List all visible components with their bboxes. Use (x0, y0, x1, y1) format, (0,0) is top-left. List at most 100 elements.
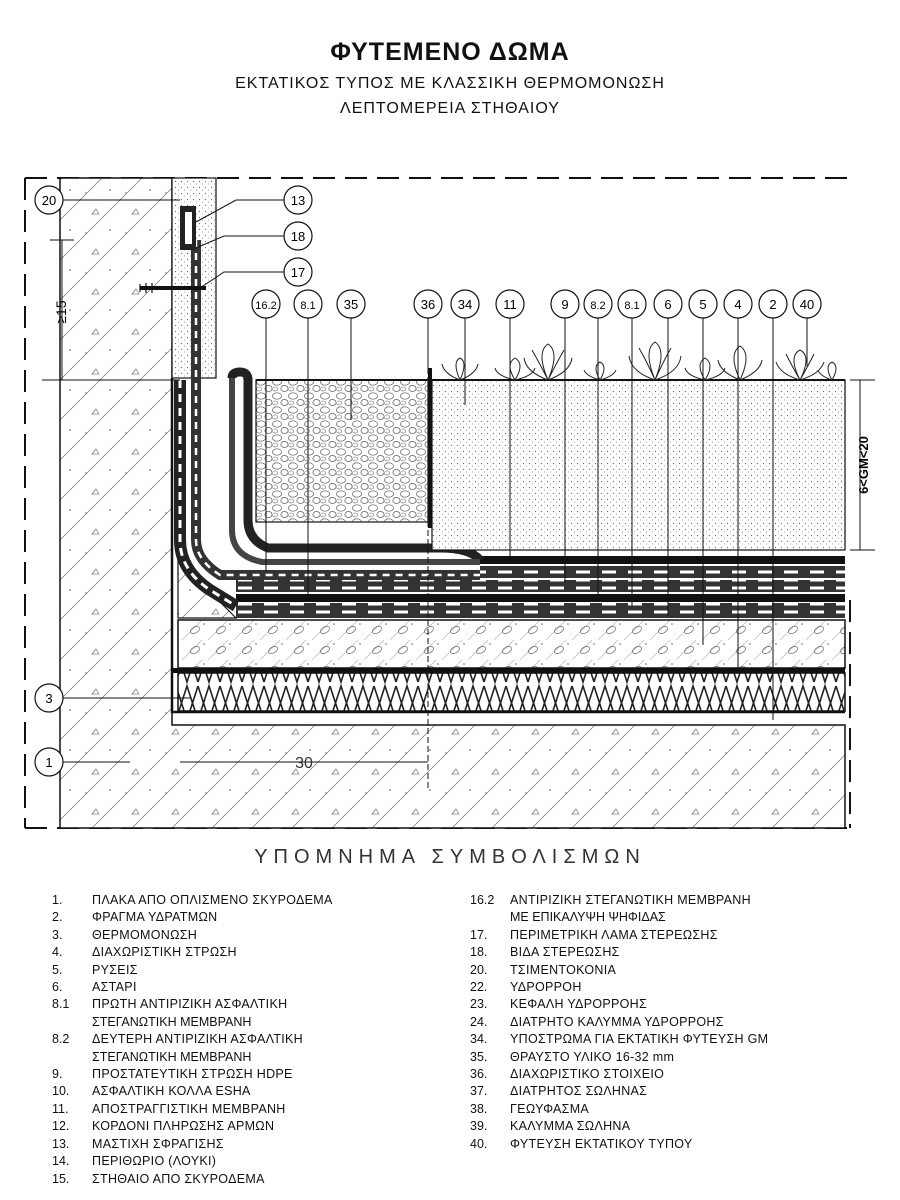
legend-item-number: 12. (52, 1119, 70, 1134)
legend-item-text: ΤΣΙΜΕΝΤΟΚΟΝΙΑ (510, 962, 617, 977)
legend-item: 1.ΠΛΑΚΑ ΑΠΟ ΟΠΛΙΣΜΕΝΟ ΣΚΥΡΟΔΕΜΑ (52, 892, 472, 909)
legend-item-continuation: ΣΤΕΓΑΝΩΤΙΚΗ ΜΕΜΒΡΑΝΗ (92, 1049, 252, 1064)
drawing-title: ΦΥΤΕΜΕΝΟ ΔΩΜΑ (330, 38, 570, 66)
legend-item-text: ΔΙΑΤΡΗΤΟ ΚΑΛΥΜΜΑ ΥΔΡΟΡΡΟΗΣ (510, 1014, 724, 1029)
legend-item-continuation: ΣΤΕΓΑΝΩΤΙΚΗ ΜΕΜΒΡΑΝΗ (92, 1014, 252, 1029)
legend-item-text: ΡΥΣΕΙΣ (92, 962, 138, 977)
legend-item-number: 14. (52, 1154, 70, 1169)
svg-text:35: 35 (344, 297, 358, 312)
svg-text:8.1: 8.1 (624, 300, 639, 312)
legend-item: 13.ΜΑΣΤΙΧΗ ΣΦΡΑΓΙΣΗΣ (52, 1136, 472, 1153)
legend-item-text: ΠΕΡΙΘΩΡΙΟ (ΛΟΥΚΙ) (92, 1154, 217, 1169)
legend-item: 5. ΡΥΣΕΙΣ (52, 962, 472, 979)
legend-item-text: ΑΣΤΑΡΙ (92, 980, 137, 995)
dim-gm-label: 6<GM<20 (856, 436, 871, 494)
legend-item: 36. ΔΙΑΧΩΡΙΣΤΙΚΟ ΣΤΟΙΧΕΙΟ (470, 1066, 890, 1083)
drawing-subtitle-type: ΕΚΤΑΤΙΚΟΣ ΤΥΠΟΣ ΜΕ ΚΛΑΣΣΙΚΗ ΘΕΡΜΟΜΟΝΩΣΗ (235, 75, 665, 92)
legend-item: 15.ΣΤΗΘΑΙΟ ΑΠΟ ΣΚΥΡΟΔΕΜΑ (52, 1171, 472, 1188)
svg-text:17: 17 (291, 265, 305, 280)
legend-item-number: 38. (470, 1101, 488, 1116)
legend-item-text: ΠΡΩΤΗ ΑΝΤΙΡΙΖΙΚΗ ΑΣΦΑΛΤΙΚΗ (92, 997, 288, 1012)
dim-height-label: ≥15 (53, 300, 69, 323)
legend-item-number: 1. (52, 893, 63, 907)
legend-item-number: 24. (470, 1014, 488, 1029)
legend-item-number: 15. (52, 1171, 70, 1186)
svg-text:36: 36 (421, 297, 435, 312)
legend-item: 23. ΚΕΦΑΛΗ ΥΔΡΟΡΡΟΗΣ (470, 996, 890, 1013)
legend-item-number: 35. (470, 1049, 488, 1064)
legend-item-text: ΑΝΤΙΡΙΖΙΚΗ ΣΤΕΓΑΝΩΤΙΚΗ ΜΕΜΒΡΑΝΗ (510, 893, 751, 907)
legend-item-number: 8.2 (52, 1032, 70, 1047)
callout-36: 36 (413, 289, 443, 319)
legend-item-text: ΥΠΟΣΤΡΩΜΑ ΓΙΑ ΕΚΤΑΤΙΚΗ ΦΥΤΕΥΣΗ GM (510, 1032, 769, 1047)
svg-text:6: 6 (664, 297, 671, 312)
svg-text:2: 2 (769, 297, 776, 312)
svg-text:40: 40 (800, 297, 814, 312)
legend-item-number: 36. (470, 1067, 488, 1082)
legend-item-text: ΥΔΡΟΡΡΟΗ (510, 980, 582, 995)
legend-item-number: 22. (470, 980, 488, 995)
legend-item-text: ΘΡΑΥΣΤΟ ΥΛΙΚΟ 16-32 mm (510, 1049, 675, 1064)
svg-text:20: 20 (42, 193, 56, 208)
callout-8-1a: 8.1 (293, 289, 323, 319)
svg-text:8.2: 8.2 (590, 300, 605, 312)
section-detail-drawing: ≥15 30 6<GM<20 20 13 18 (24, 177, 875, 829)
legend-item: 37.ΔΙΑΤΡΗΤΟΣ ΣΩΛΗΝΑΣ (470, 1083, 890, 1100)
legend-item-text: ΒΙΔΑ ΣΤΕΡΕΩΣΗΣ (510, 945, 620, 960)
legend-title: ΥΠΟΜΝΗΜΑ ΣΥΜΒΟΛΙΣΜΩΝ (254, 846, 646, 868)
legend-item-number: 11. (52, 1101, 69, 1116)
legend-item-continuation: ΜΕ ΕΠΙΚΑΛΥΨΗ ΨΗΦΙΔΑΣ (510, 910, 666, 925)
legend-item-number: 2. (52, 910, 63, 925)
legend-item-text: ΓΕΩΥΦΑΣΜΑ (510, 1101, 590, 1116)
svg-text:34: 34 (458, 297, 472, 312)
vapour-barrier (170, 378, 845, 714)
callout-2: 2 (758, 289, 788, 319)
callout-8-1b: 8.1 (617, 289, 647, 319)
legend-item: 9. ΠΡΟΣΤΑΤΕΥΤΙΚΗ ΣΤΡΩΣΗ HDPE (52, 1066, 472, 1083)
legend-item: 16.2 ΑΝΤΙΡΙΖΙΚΗ ΣΤΕΓΑΝΩΤΙΚΗ ΜΕΜΒΡΑΝΗ (470, 892, 890, 909)
legend-item-text: ΦΥΤΕΥΣΗ ΕΚΤΑΤΙΚΟΥ ΤΥΠΟΥ (510, 1136, 693, 1151)
callout-34: 34 (450, 289, 480, 319)
legend-item-number: 37. (470, 1084, 488, 1099)
legend-item-number: 20. (470, 962, 488, 977)
callout-5: 5 (688, 289, 718, 319)
dimension-width: 30 (180, 368, 429, 790)
svg-text:13: 13 (291, 193, 305, 208)
legend-item-text: ΔΙΑΧΩΡΙΣΤΙΚΟ ΣΤΟΙΧΕΙΟ (510, 1067, 665, 1082)
callout-18: 18 (283, 221, 313, 251)
svg-text:11: 11 (503, 297, 517, 312)
legend-item: 34.ΥΠΟΣΤΡΩΜΑ ΓΙΑ ΕΚΤΑΤΙΚΗ ΦΥΤΕΥΣΗ GM (470, 1031, 890, 1048)
legend-item-text: ΠΕΡΙΜΕΤΡΙΚΗ ΛΑΜΑ ΣΤΕΡΕΩΣΗΣ (510, 927, 718, 942)
legend-list-right: 16.2 ΑΝΤΙΡΙΖΙΚΗ ΣΤΕΓΑΝΩΤΙΚΗ ΜΕΜΒΡΑΝΗ ΜΕ ΕΠ… (470, 892, 890, 1153)
legend-item-text: ΑΣΦΑΛΤΙΚΗ ΚΟΛΛΑ ESHA (92, 1084, 251, 1099)
legend-item-number: 23. (470, 997, 488, 1012)
growing-medium (431, 379, 846, 551)
callout-3: 3 (34, 683, 64, 713)
svg-text:3: 3 (45, 691, 52, 706)
legend-item-text: ΔΙΑΧΩΡΙΣΤΙΚΗ ΣΤΡΩΣΗ (92, 945, 237, 960)
svg-text:16.2: 16.2 (255, 300, 276, 312)
svg-text:8.1: 8.1 (300, 300, 315, 312)
legend-item-text: ΦΡΑΓΜΑ ΥΔΡΑΤΜΩΝ (92, 910, 218, 925)
legend-item-text: ΘΕΡΜΟΜΟΝΩΣΗ (92, 927, 198, 942)
screed-to-falls (177, 619, 846, 669)
callout-13: 13 (283, 185, 313, 215)
legend-item-text: ΠΡΟΣΤΑΤΕΥΤΙΚΗ ΣΤΡΩΣΗ HDPE (92, 1067, 293, 1082)
legend-item: 40. ΦΥΤΕΥΣΗ ΕΚΤΑΤΙΚΟΥ ΤΥΠΟΥ (470, 1136, 890, 1153)
callout-8-2: 8.2 (583, 289, 613, 319)
svg-text:18: 18 (291, 229, 305, 244)
dimension-height: ≥15 (42, 239, 180, 381)
legend-item-number: 9. (52, 1067, 63, 1082)
callout-17: 17 (283, 257, 313, 287)
thermal-insulation (177, 672, 846, 712)
legend-item-number: 40. (470, 1136, 488, 1151)
drawing-subtitle-detail: ΛΕΠΤΟΜΕΡΕΙΑ ΣΤΗΘΑΙΟΥ (340, 100, 560, 117)
legend-item-text: ΚΕΦΑΛΗ ΥΔΡΟΡΡΟΗΣ (510, 997, 648, 1012)
dim-width-label: 30 (295, 755, 313, 772)
legend-item-number: 5. (52, 962, 63, 977)
legend-item-number: 3. (52, 927, 63, 942)
dimension-growing-medium: 6<GM<20 (850, 379, 875, 551)
legend-item-number: 16.2 (470, 893, 495, 907)
